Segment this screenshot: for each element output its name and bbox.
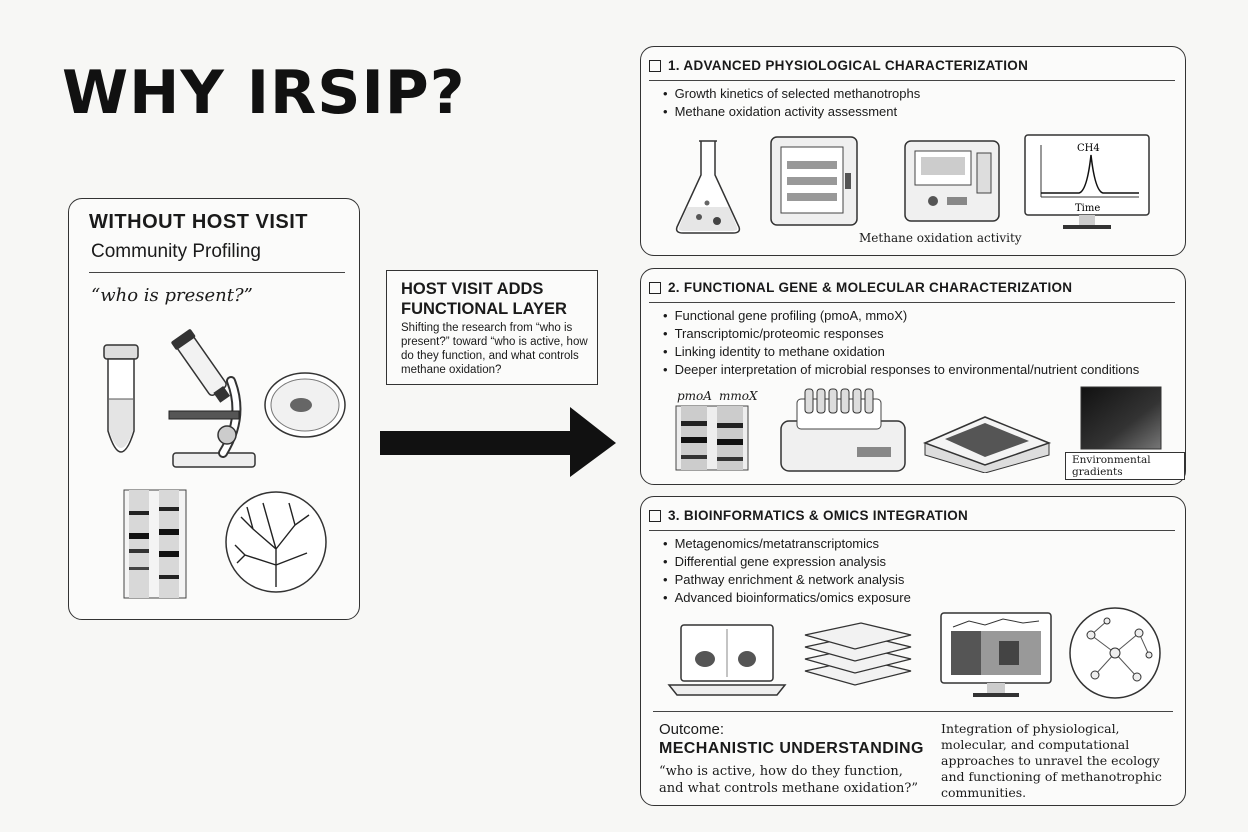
list-item: Pathway enrichment & network analysis xyxy=(663,571,911,589)
list-item: Methane oxidation activity assessment xyxy=(663,103,920,121)
list-item: Deeper interpretation of microbial respo… xyxy=(663,361,1140,379)
list-item: Growth kinetics of selected methanotroph… xyxy=(663,85,921,103)
without-host-visit-box: WITHOUT HOST VISIT Community Profiling “… xyxy=(68,198,360,620)
host-visit-callout: HOST VISIT ADDS FUNCTIONAL LAYER Shiftin… xyxy=(386,270,598,385)
checkbox-icon xyxy=(649,281,661,294)
gel-label-pmoa: pmoA xyxy=(677,389,712,403)
list-item: Metagenomics/metatranscriptomics xyxy=(663,535,911,553)
outcome-heading: MECHANISTIC UNDERSTANDING xyxy=(659,740,924,757)
test-tube-icon xyxy=(103,344,139,453)
microarray-plate-icon xyxy=(922,416,1052,473)
divider xyxy=(89,272,345,273)
incubator-icon xyxy=(770,136,858,226)
checkbox-icon xyxy=(649,509,661,522)
panel-3-bullets: Metagenomics/metatranscriptomics Differe… xyxy=(663,535,911,607)
divider xyxy=(649,530,1175,531)
panel-3-heading: 3. BIOINFORMATICS & OMICS INTEGRATION xyxy=(649,508,968,523)
page-title: WHY IRSIP? xyxy=(62,58,466,128)
outcome-question: “who is active, how do they function, an… xyxy=(659,764,919,796)
list-item: Differential gene expression analysis xyxy=(663,553,911,571)
divider xyxy=(653,711,1173,712)
who-is-present-question: “who is present?” xyxy=(91,285,253,306)
list-item: Functional gene profiling (pmoA, mmoX) xyxy=(663,307,1139,325)
right-arrow-icon xyxy=(380,407,616,477)
community-profiling-label: Community Profiling xyxy=(91,241,261,262)
host-visit-heading: HOST VISIT ADDS FUNCTIONAL LAYER xyxy=(401,280,567,318)
list-item: Transcriptomic/proteomic responses xyxy=(663,325,1139,343)
divider xyxy=(649,80,1175,81)
panel-molecular: 2. FUNCTIONAL GENE & MOLECULAR CHARACTER… xyxy=(640,268,1186,485)
panel-3-title: 3. BIOINFORMATICS & OMICS INTEGRATION xyxy=(668,508,969,523)
checkbox-icon xyxy=(649,59,661,72)
panel-1-bullets: Growth kinetics of selected methanotroph… xyxy=(663,85,921,121)
laptop-scatter-icon xyxy=(667,624,787,696)
outcome-label: Outcome: xyxy=(659,721,725,738)
heatmap-monitor-icon xyxy=(940,612,1052,697)
panel-1-heading: 1. ADVANCED PHYSIOLOGICAL CHARACTERIZATI… xyxy=(649,58,1028,73)
divider xyxy=(649,302,1175,303)
methane-analyzer-icon xyxy=(904,140,1000,222)
gel-label-mmox: mmoX xyxy=(719,389,758,403)
list-item: Advanced bioinformatics/omics exposure xyxy=(663,589,911,607)
flask-icon xyxy=(675,140,741,234)
methane-activity-caption: Methane oxidation activity xyxy=(859,231,1022,245)
network-analysis-icon xyxy=(1069,607,1161,699)
host-visit-description: Shifting the research from “who is prese… xyxy=(401,322,588,376)
chart-x-label: Time xyxy=(1075,203,1100,214)
panel-2-title: 2. FUNCTIONAL GENE & MOLECULAR CHARACTER… xyxy=(668,280,1073,295)
panel-2-heading: 2. FUNCTIONAL GENE & MOLECULAR CHARACTER… xyxy=(649,280,1072,295)
without-host-visit-heading: WITHOUT HOST VISIT xyxy=(89,211,308,233)
data-layers-icon xyxy=(804,622,912,686)
phylogenetic-tree-icon xyxy=(225,491,327,593)
panel-bioinformatics: 3. BIOINFORMATICS & OMICS INTEGRATION Me… xyxy=(640,496,1186,806)
microscope-icon xyxy=(168,329,256,468)
thermocycler-icon xyxy=(780,388,906,472)
outcome-summary: Integration of physiological, molecular,… xyxy=(941,721,1162,800)
panel-2-bullets: Functional gene profiling (pmoA, mmoX) T… xyxy=(663,307,1140,379)
petri-dish-icon xyxy=(264,372,346,438)
environmental-gradient-icon xyxy=(1080,386,1162,450)
gene-gel-icon xyxy=(675,405,749,471)
gel-electrophoresis-icon xyxy=(123,489,187,599)
methane-chart-monitor-icon: CH4 Time xyxy=(1024,134,1150,229)
list-item: Linking identity to methane oxidation xyxy=(663,343,1139,361)
chart-y-label: CH4 xyxy=(1077,143,1100,154)
panel-1-title: 1. ADVANCED PHYSIOLOGICAL CHARACTERIZATI… xyxy=(668,58,1029,73)
panel-physiological: 1. ADVANCED PHYSIOLOGICAL CHARACTERIZATI… xyxy=(640,46,1186,256)
environmental-gradients-caption: Environmental gradients xyxy=(1065,452,1185,480)
